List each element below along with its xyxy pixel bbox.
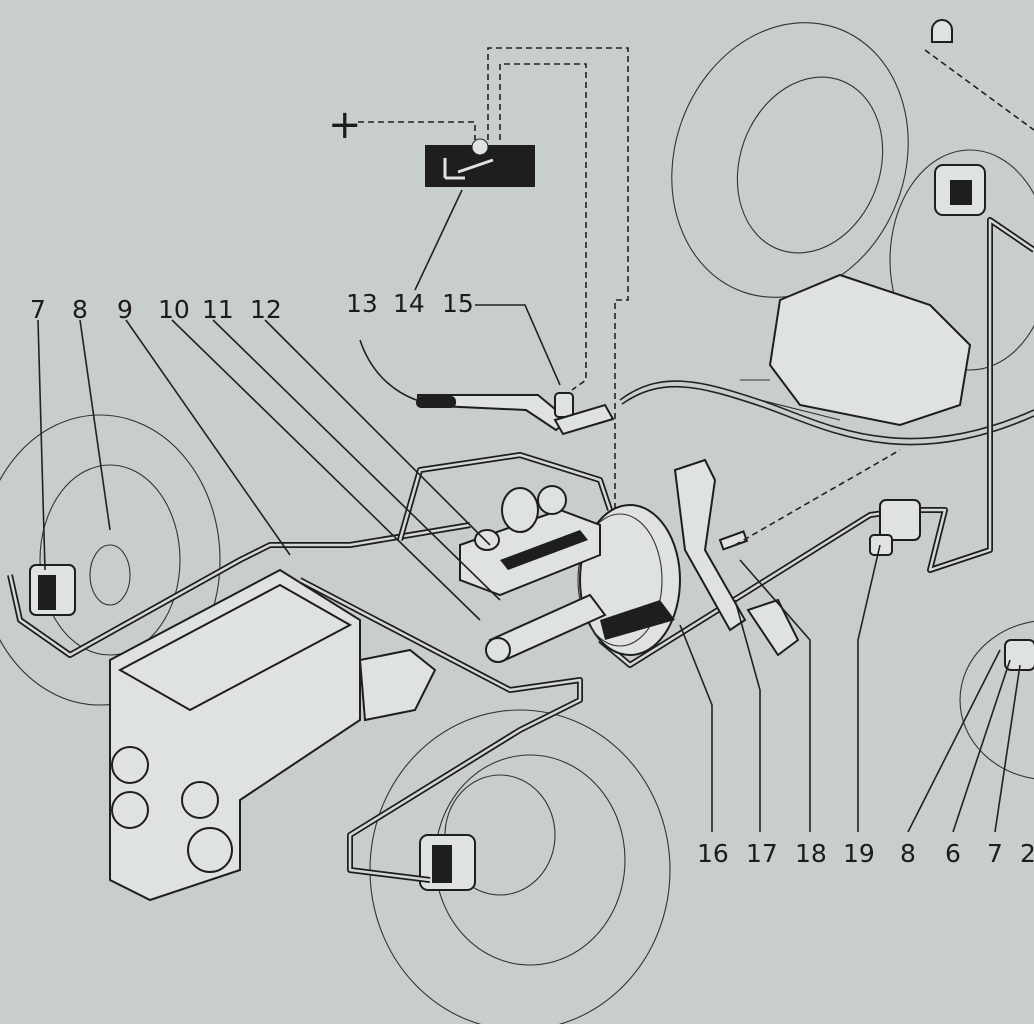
stop-light-switch-wire <box>734 449 901 546</box>
part-label: 19 <box>843 839 875 868</box>
part-label: 6 <box>945 839 961 868</box>
part-label: 17 <box>746 839 778 868</box>
part-label: 14 <box>393 289 425 318</box>
rear-caliper-right <box>934 164 986 216</box>
part-label: 2 <box>1020 839 1034 868</box>
handbrake-lever <box>359 304 615 436</box>
part-label: 8 <box>72 295 88 324</box>
brake-servo <box>577 504 681 656</box>
part-label: 11 <box>202 295 234 324</box>
warning-light-circuit: + <box>328 47 629 560</box>
leader-lines <box>37 319 1021 833</box>
part-label: 8 <box>900 839 916 868</box>
part-label: 7 <box>30 295 46 324</box>
bleed-cap <box>931 19 953 43</box>
engine-block <box>109 568 437 902</box>
battery-positive-symbol: + <box>328 102 362 148</box>
brake-pressure-regulator <box>869 499 921 556</box>
part-label: 18 <box>795 839 827 868</box>
top-part-labels: 7 8 9 10 11 12 13 14 15 <box>30 289 474 324</box>
part-label: 12 <box>250 295 282 324</box>
part-label: 13 <box>346 289 378 318</box>
part-label: 7 <box>987 839 1003 868</box>
brake-pipes <box>7 217 1034 883</box>
front-left-wheel <box>0 414 221 706</box>
handbrake-cable <box>619 380 1034 440</box>
front-right-wheel <box>369 709 671 1024</box>
rear-right-wheel <box>671 22 1034 427</box>
brake-pedal <box>673 458 800 657</box>
part-label: 9 <box>117 295 133 324</box>
cable-rear-right <box>924 49 1034 131</box>
part-label: 10 <box>158 295 190 324</box>
master-cylinder <box>459 485 607 663</box>
part-label: 15 <box>442 289 474 318</box>
bottom-part-labels: 16 17 18 19 8 6 7 2 <box>697 839 1034 868</box>
rear-left-wheel <box>959 620 1034 780</box>
part-label: 16 <box>697 839 729 868</box>
